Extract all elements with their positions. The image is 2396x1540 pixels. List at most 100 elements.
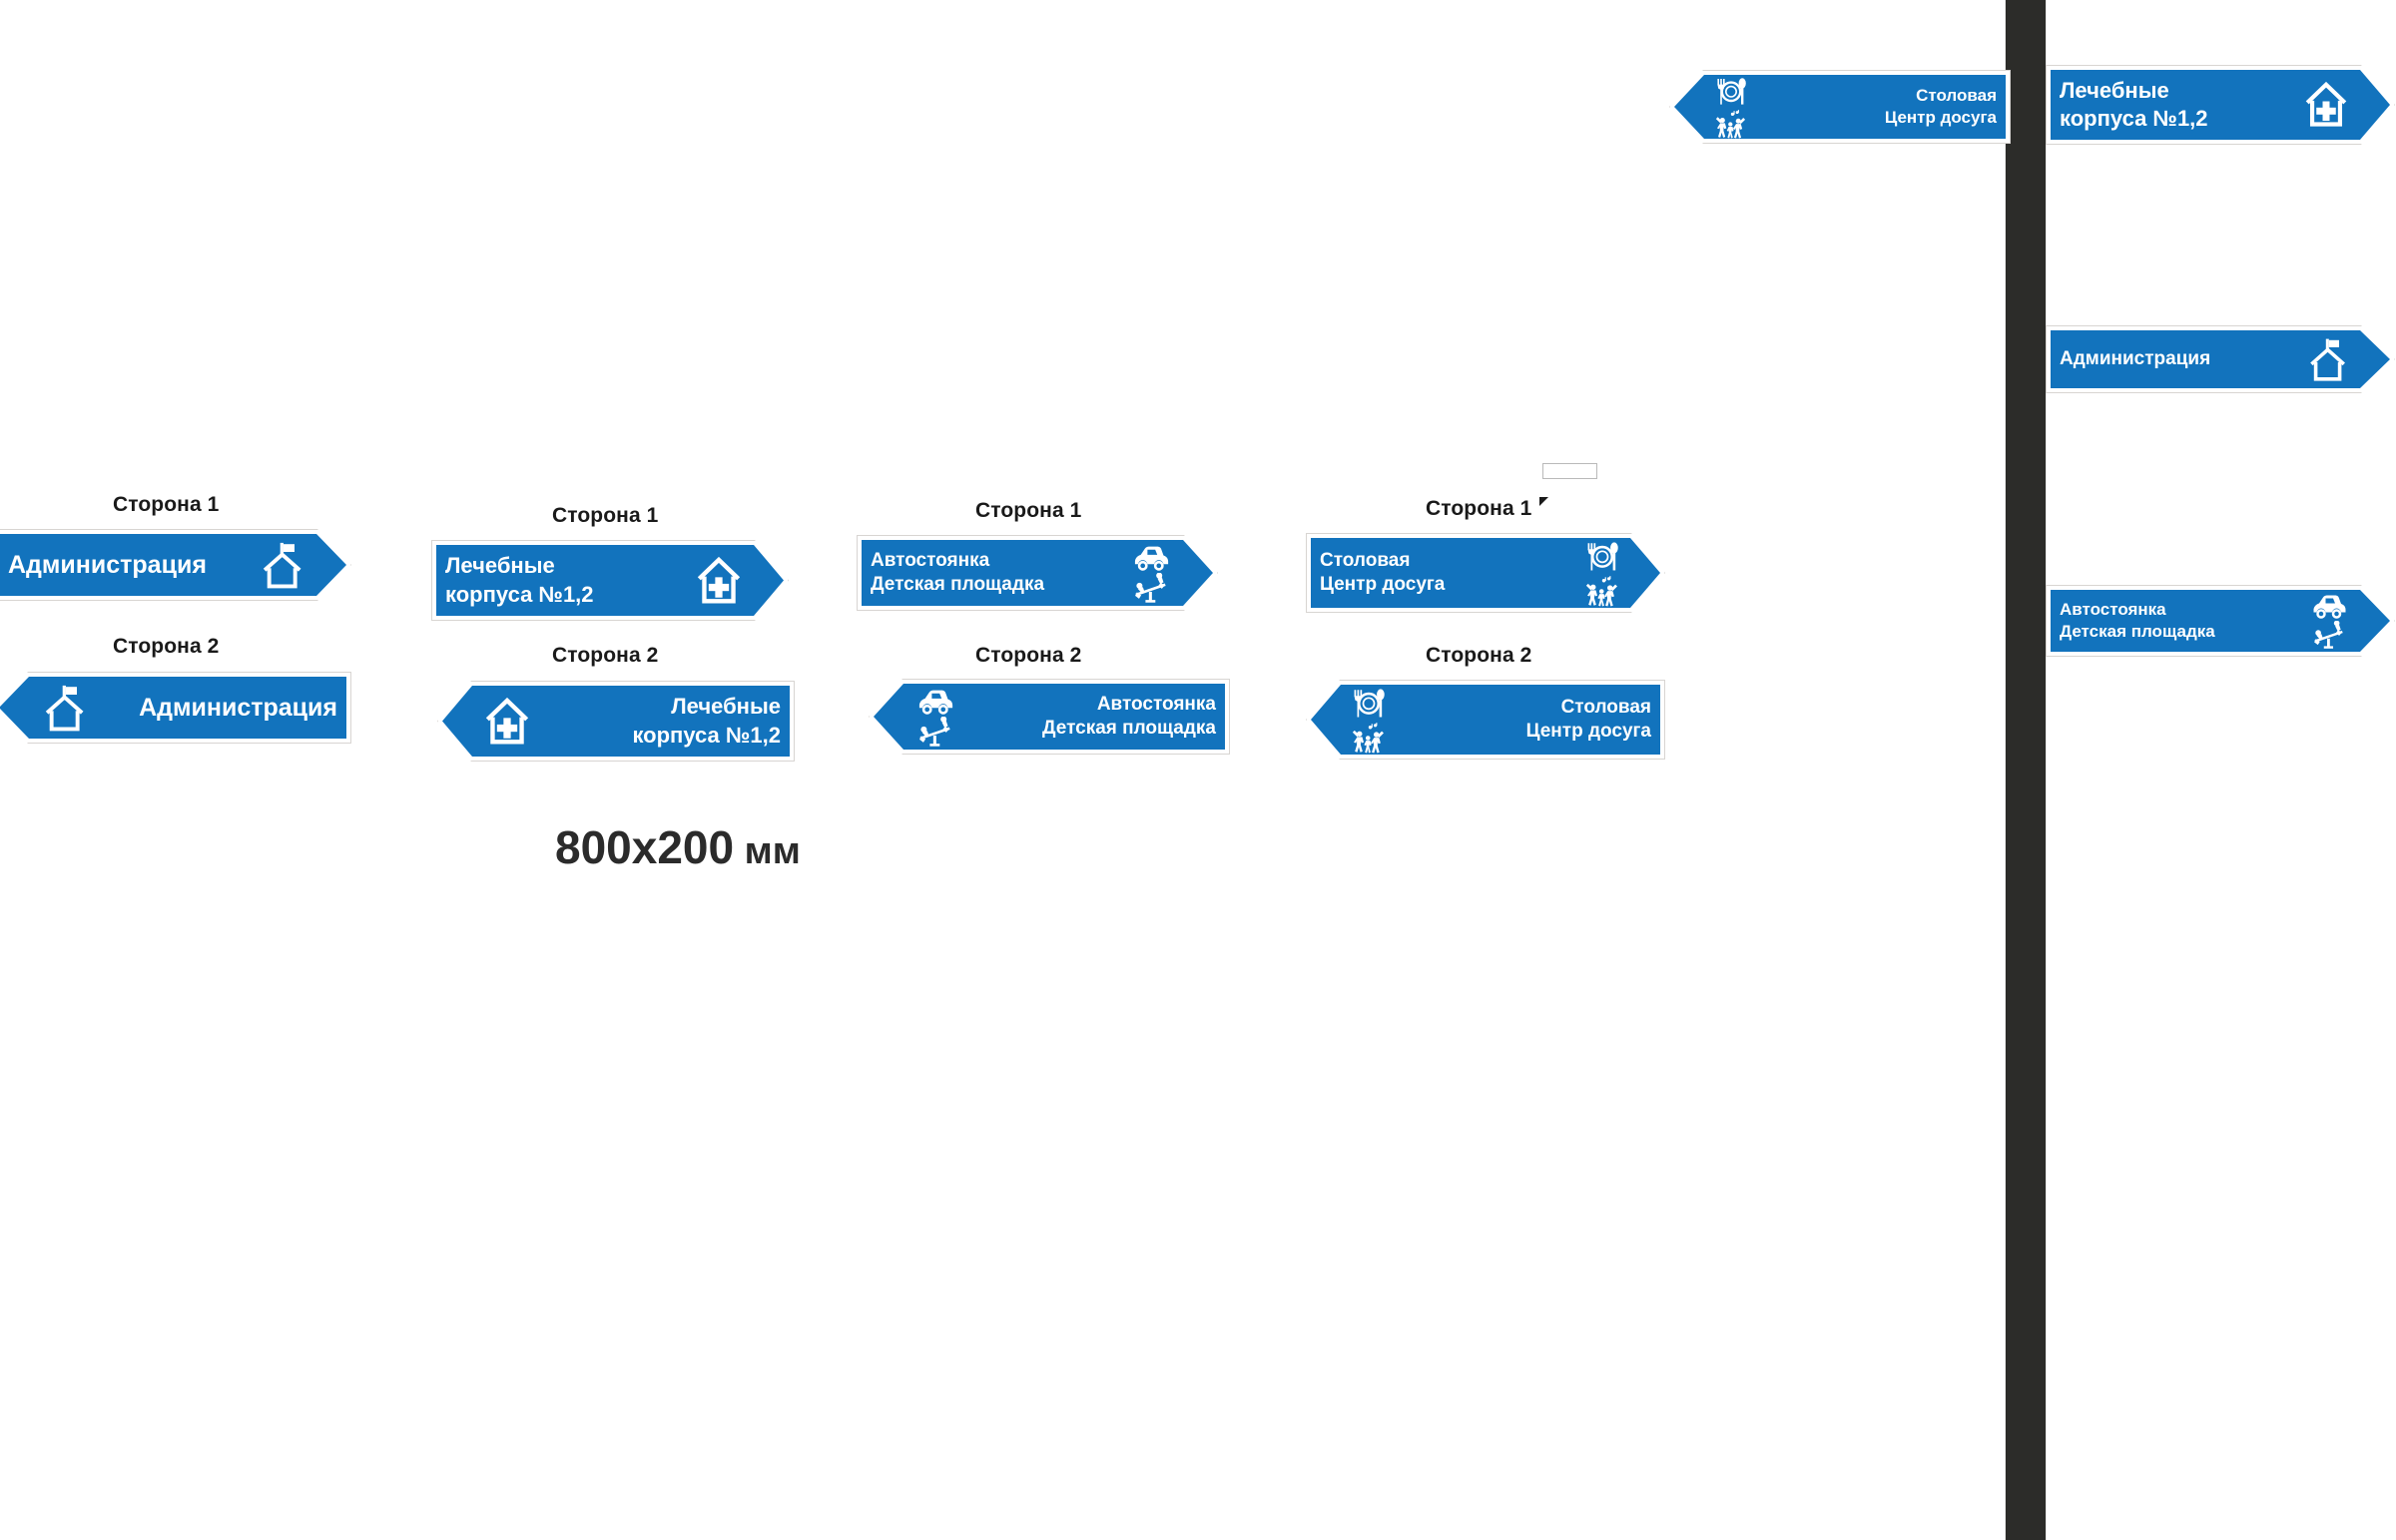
sign-icons — [695, 555, 743, 607]
pole-sign-administration-right[interactable]: Администрация — [2046, 325, 2395, 393]
sign-line-1: Столовая — [1560, 696, 1651, 718]
sign-labels: Столовая Центр досуга — [1526, 696, 1651, 745]
sign-canteen-side1[interactable]: Столовая Центр досуга — [1306, 533, 1665, 613]
sign-line-1: Лечебные — [2060, 77, 2169, 103]
pole-sign-canteen-left[interactable]: Столовая Центр досуга — [1669, 70, 2011, 144]
sign-line-2: Центр досуга — [1884, 108, 1997, 127]
sign-labels: Столовая Центр досуга — [1320, 549, 1445, 598]
sign-icons — [1585, 539, 1619, 608]
sign-labels: Автостоянка Детская площадка — [1042, 693, 1216, 742]
sign-icons — [483, 696, 531, 748]
house-with-cross-icon — [483, 696, 531, 748]
seesaw-playground-icon — [1135, 572, 1166, 603]
sign-content: Администрация — [0, 672, 351, 744]
sign-pole — [2006, 0, 2046, 1540]
sign-content: Столовая Центр досуга — [1306, 533, 1665, 613]
sign-line-1: Столовая — [1916, 86, 1997, 106]
sign-line-1: Автостоянка — [2060, 600, 2166, 620]
sign-parking-side1[interactable]: Автостоянка Детская площадка — [857, 535, 1218, 611]
sign-face — [442, 686, 790, 757]
caption-group2-side1: Сторона 1 — [552, 504, 659, 527]
sign-face — [874, 684, 1225, 750]
sign-line-1: Автостоянка — [871, 549, 990, 571]
sign-medical-side2[interactable]: Лечебные корпуса №1,2 — [437, 681, 795, 762]
caption-group4-side1: Сторона 1 — [1426, 497, 1532, 520]
car-icon — [1133, 544, 1170, 571]
sign-line-2: Центр досуга — [1320, 574, 1446, 595]
sign-canteen-side2[interactable]: Столовая Центр досуга — [1306, 680, 1665, 760]
sign-icons — [2305, 335, 2349, 383]
sign-content: Администрация — [0, 529, 351, 601]
empty-textbox-artifact[interactable] — [1542, 463, 1597, 479]
sign-labels: Столовая Центр досуга — [1885, 85, 1997, 129]
sign-line-1: Лечебные — [671, 694, 781, 720]
dancing-people-icon — [1715, 109, 1746, 139]
sign-labels: Автостоянка Детская площадка — [2060, 599, 2215, 643]
sign-line-2: корпуса №1,2 — [445, 581, 594, 607]
sign-line-2: Центр досуга — [1525, 721, 1651, 742]
sign-line-1: Администрация — [139, 694, 337, 722]
dimension-value: 800x200 — [555, 821, 735, 873]
cursor-artifact — [1539, 497, 1548, 506]
caption-group2-side2: Сторона 2 — [552, 644, 659, 667]
sign-content: Автостоянка Детская площадка — [869, 679, 1230, 755]
caption-group3-side1: Сторона 1 — [975, 499, 1082, 522]
sign-icons — [40, 682, 88, 734]
dimension-unit: мм — [734, 830, 801, 872]
sign-labels: Лечебные корпуса №1,2 — [632, 693, 781, 749]
car-icon — [917, 688, 954, 715]
sign-line-1: Столовая — [1320, 549, 1411, 571]
house-with-cross-icon — [695, 555, 743, 607]
sign-icons — [1130, 543, 1172, 604]
sign-line-1: Администрация — [8, 551, 207, 579]
house-with-flag-icon — [45, 683, 85, 732]
sign-labels: Лечебные корпуса №1,2 — [445, 552, 594, 608]
caption-group1-side2: Сторона 2 — [113, 635, 220, 658]
plate-fork-spoon-icon — [1586, 540, 1619, 572]
sign-labels: Администрация — [139, 692, 337, 724]
plate-fork-spoon-icon — [1716, 76, 1747, 106]
sign-icons — [2309, 592, 2349, 650]
plate-fork-spoon-icon — [1353, 687, 1386, 719]
sign-administration-side2[interactable]: Администрация — [0, 672, 351, 744]
caption-group1-side1: Сторона 1 — [113, 493, 220, 516]
house-with-flag-icon — [263, 540, 302, 589]
sign-icons — [258, 539, 305, 591]
sign-icons — [1715, 75, 1747, 140]
dancing-people-icon — [1352, 722, 1384, 753]
sign-parking-side2[interactable]: Автостоянка Детская площадка — [869, 679, 1230, 755]
house-with-cross-icon — [2303, 80, 2349, 130]
sign-line-2: Детская площадка — [2060, 622, 2215, 641]
sign-line-2: Детская площадка — [1041, 718, 1216, 739]
sign-medical-side1[interactable]: Лечебные корпуса №1,2 — [431, 540, 789, 621]
sign-icons — [1352, 686, 1386, 755]
sign-line-1: Лечебные — [445, 553, 555, 579]
sign-line-1: Администрация — [2060, 347, 2211, 369]
sign-content: Лечебные корпуса №1,2 — [2046, 65, 2395, 145]
pole-sign-medical-right[interactable]: Лечебные корпуса №1,2 — [2046, 65, 2395, 145]
dancing-people-icon — [1585, 575, 1617, 606]
sign-face — [2051, 70, 2390, 140]
sign-labels: Автостоянка Детская площадка — [871, 549, 1044, 598]
sign-line-2: корпуса №1,2 — [632, 722, 781, 748]
sign-content: Столовая Центр досуга — [1306, 680, 1665, 760]
sign-labels: Лечебные корпуса №1,2 — [2060, 77, 2208, 133]
sign-face — [2051, 590, 2390, 652]
pole-sign-parking-right[interactable]: Автостоянка Детская площадка — [2046, 585, 2395, 657]
dimension-note: 800x200 мм — [555, 820, 801, 874]
sign-icons — [2303, 80, 2349, 130]
sign-line-1: Автостоянка — [1096, 693, 1216, 715]
sign-line-2: корпуса №1,2 — [2060, 106, 2208, 131]
sign-administration-side1[interactable]: Администрация — [0, 529, 351, 601]
caption-group3-side2: Сторона 2 — [975, 644, 1082, 667]
seesaw-playground-icon — [919, 716, 950, 747]
sign-line-2: Детская площадка — [871, 574, 1045, 595]
sign-content: Лечебные корпуса №1,2 — [437, 681, 795, 762]
sign-content: Столовая Центр досуга — [1669, 70, 2011, 144]
sign-icons — [914, 687, 956, 748]
car-icon — [2312, 594, 2347, 619]
sign-content: Автостоянка Детская площадка — [2046, 585, 2395, 657]
sign-content: Автостоянка Детская площадка — [857, 535, 1218, 611]
house-with-flag-icon — [2309, 336, 2346, 381]
